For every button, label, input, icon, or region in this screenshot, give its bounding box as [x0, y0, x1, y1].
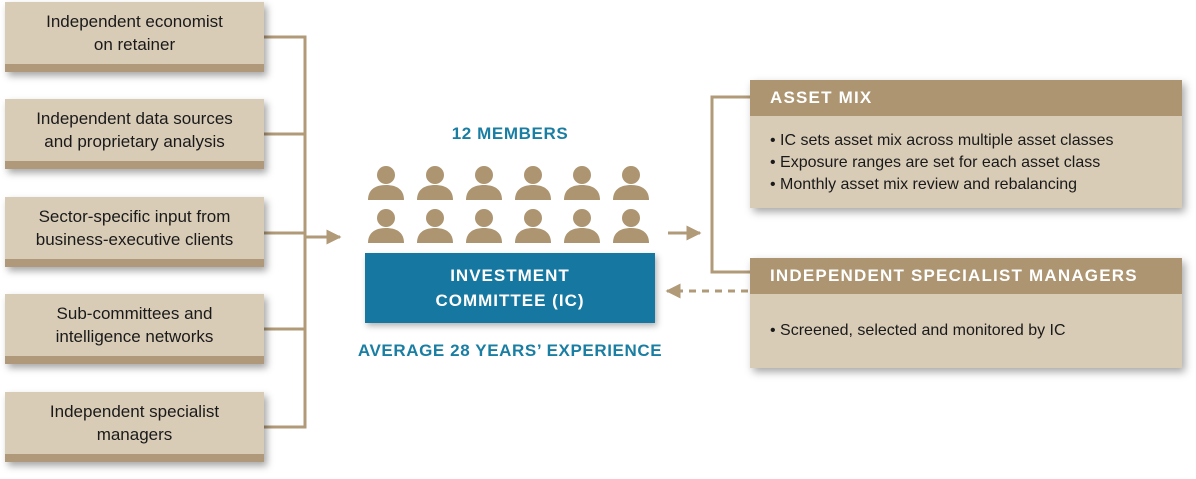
input-box-data-sources: Independent data sources and proprietary…	[5, 99, 264, 169]
investment-committee-box: INVESTMENT COMMITTEE (IC)	[365, 253, 655, 323]
input-label: Independent economist on retainer	[46, 12, 223, 54]
input-box-specialist-managers: Independent specialist managers	[5, 392, 264, 462]
input-box-sector-input: Sector-specific input from business-exec…	[5, 197, 264, 267]
member-person-icon	[515, 166, 551, 200]
asset-mix-item: Monthly asset mix review and rebalancing	[770, 174, 1164, 196]
input-label: Sub-committees and intelligence networks	[55, 304, 214, 346]
asset-mix-body: IC sets asset mix across multiple asset …	[750, 116, 1182, 208]
member-person-icon	[564, 166, 600, 200]
specialist-managers-title: INDEPENDENT SPECIALIST MANAGERS	[750, 258, 1182, 294]
input-box-sub-committees: Sub-committees and intelligence networks	[5, 294, 264, 364]
asset-mix-item: IC sets asset mix across multiple asset …	[770, 130, 1164, 152]
member-person-icon	[613, 209, 649, 243]
member-person-icon	[417, 166, 453, 200]
member-person-icon	[466, 209, 502, 243]
asset-mix-item: Exposure ranges are set for each asset c…	[770, 152, 1164, 174]
input-box-economist: Independent economist on retainer	[5, 2, 264, 72]
input-label: Sector-specific input from business-exec…	[35, 207, 234, 249]
specialist-managers-body: Screened, selected and monitored by IC	[750, 294, 1182, 368]
members-label: 12 MEMBERS	[451, 124, 569, 143]
committee-label: INVESTMENT COMMITTEE (IC)	[435, 266, 585, 310]
input-label: Independent specialist managers	[49, 402, 220, 444]
experience-label: AVERAGE 28 YEARS’ EXPERIENCE	[357, 341, 663, 360]
specialist-item: Screened, selected and monitored by IC	[770, 320, 1164, 342]
member-person-icon	[515, 209, 551, 243]
member-person-icon	[417, 209, 453, 243]
member-person-icon	[368, 209, 404, 243]
member-person-icon	[564, 209, 600, 243]
asset-mix-title: ASSET MIX	[750, 80, 1182, 116]
member-person-icon	[368, 166, 404, 200]
member-person-icon	[613, 166, 649, 200]
member-person-icon	[466, 166, 502, 200]
asset-mix-panel: ASSET MIX IC sets asset mix across multi…	[750, 80, 1182, 208]
members-icon-grid	[365, 165, 655, 245]
input-label: Independent data sources and proprietary…	[36, 109, 233, 151]
specialist-managers-panel: INDEPENDENT SPECIALIST MANAGERS Screened…	[750, 258, 1182, 368]
